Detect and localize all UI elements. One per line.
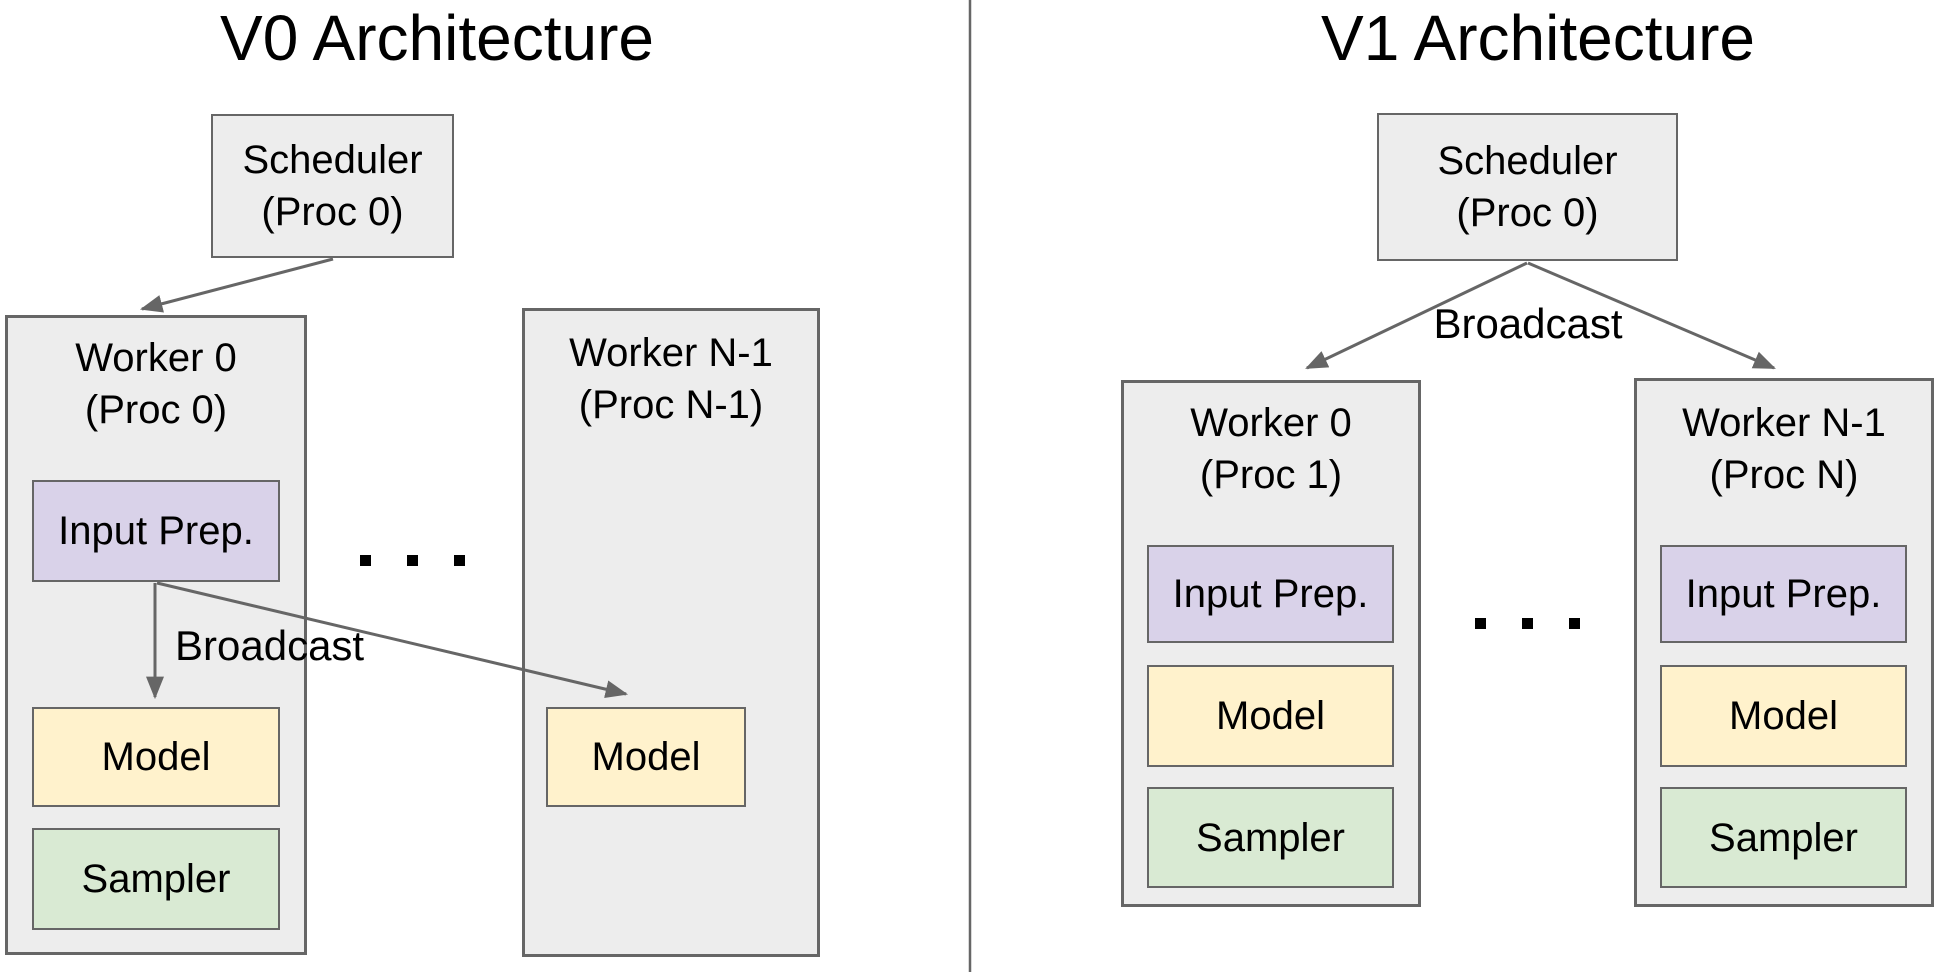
v0-workerN-model-box: Model: [546, 707, 746, 807]
v0-scheduler-proc: (Proc 0): [261, 190, 404, 234]
v1-worker0-input-prep-box: Input Prep.: [1147, 545, 1394, 643]
v0-scheduler-box: Scheduler (Proc 0): [211, 114, 454, 258]
v0-scheduler-name: Scheduler: [242, 138, 423, 182]
v0-workerN-label: Worker N-1 (Proc N-1): [525, 327, 817, 431]
v1-scheduler-proc: (Proc 0): [1456, 191, 1599, 235]
v0-workerN-name: Worker N-1: [569, 331, 773, 375]
v0-worker0-sampler-box: Sampler: [32, 828, 280, 930]
v1-broadcast-label: Broadcast: [1433, 300, 1623, 347]
v0-worker0-label: Worker 0 (Proc 0): [8, 332, 304, 436]
v1-workerN-sampler-box: Sampler: [1660, 787, 1907, 888]
v0-scheduler-to-worker0-arrow: [139, 257, 334, 313]
v0-workerN-box: Worker N-1 (Proc N-1): [522, 308, 820, 957]
v1-workerN-proc: (Proc N): [1709, 453, 1859, 497]
v0-worker0-model-box: Model: [32, 707, 280, 807]
v1-ellipsis-dots-icon: [1475, 618, 1580, 629]
v1-workerN-model-box: Model: [1660, 665, 1907, 767]
v1-worker0-label: Worker 0 (Proc 1): [1124, 397, 1418, 501]
v0-workerN-proc: (Proc N-1): [578, 383, 764, 427]
v0-worker0-input-prep-box: Input Prep.: [32, 480, 280, 582]
v1-worker0-name: Worker 0: [1190, 401, 1352, 445]
v1-workerN-label: Worker N-1 (Proc N): [1637, 397, 1931, 501]
v0-worker0-name: Worker 0: [75, 336, 237, 380]
v1-title: V1 Architecture: [1321, 2, 1755, 74]
v0-broadcast-label: Broadcast: [175, 622, 365, 669]
v1-workerN-name: Worker N-1: [1682, 401, 1886, 445]
v1-scheduler-name: Scheduler: [1437, 139, 1618, 183]
v1-worker0-sampler-box: Sampler: [1147, 787, 1394, 888]
v1-scheduler-box: Scheduler (Proc 0): [1377, 113, 1678, 261]
v1-worker0-proc: (Proc 1): [1199, 453, 1343, 497]
v0-ellipsis-dots-icon: [360, 555, 465, 566]
v1-workerN-input-prep-box: Input Prep.: [1660, 545, 1907, 643]
v1-worker0-model-box: Model: [1147, 665, 1394, 767]
v0-worker0-proc: (Proc 0): [84, 388, 228, 432]
v0-title: V0 Architecture: [220, 2, 654, 74]
